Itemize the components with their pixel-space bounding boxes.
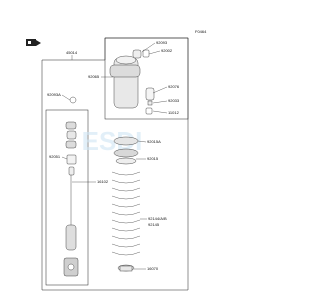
damper-components — [63, 96, 79, 277]
label-92015[interactable]: 92015 — [147, 156, 159, 161]
label-16102[interactable]: 16102 — [97, 179, 109, 184]
label-92144[interactable]: 92144/A/B — [148, 216, 167, 221]
label-92093a[interactable]: 92093A — [47, 92, 61, 97]
motorcycle-part-icon — [26, 39, 41, 46]
label-11012[interactable]: 11012 — [168, 110, 180, 115]
leader-lines — [61, 42, 168, 270]
exploded-parts-diagram: ESDI — [26, 29, 207, 291]
left-inner-frame — [45, 109, 89, 286]
label-92093b[interactable]: 92093 — [156, 40, 168, 45]
label-92033[interactable]: 92033 — [168, 98, 180, 103]
label-92051[interactable]: 92051 — [49, 154, 61, 159]
figure-code: F0464 — [195, 29, 207, 34]
label-92002[interactable]: 92002 — [161, 48, 173, 53]
label-92065[interactable]: 92065 — [88, 74, 100, 79]
upper-right-frame — [104, 37, 189, 120]
reservoir-assembly — [109, 49, 155, 115]
label-92145[interactable]: 92145 — [148, 222, 160, 227]
spring-assembly — [111, 136, 141, 272]
label-16070[interactable]: 16070 — [147, 266, 159, 271]
label-92015a[interactable]: 92015A — [147, 139, 161, 144]
label-92076[interactable]: 92076 — [168, 84, 180, 89]
label-45014[interactable]: 45014 — [66, 50, 78, 55]
